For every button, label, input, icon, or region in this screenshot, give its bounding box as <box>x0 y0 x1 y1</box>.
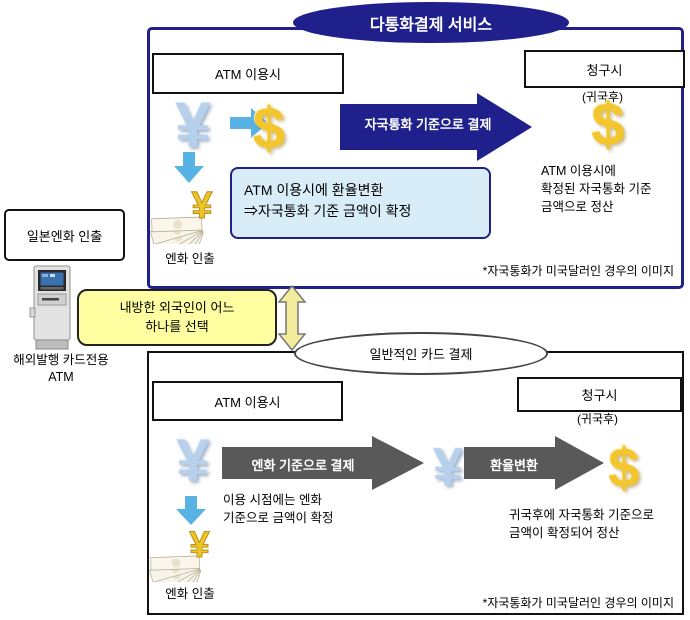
top-settlement-line1: ATM 이용시에 <box>541 164 616 178</box>
general-card-title-ellipse: 일반적인 카드 결제 <box>294 332 548 375</box>
bottom-billing-box: 청구시 <box>517 377 682 412</box>
yen-symbol-icon: ¥ <box>420 436 476 498</box>
top-yen-withdrawal-label: 엔화 인출 <box>165 252 215 266</box>
japan-yen-withdrawal-box: 일본엔화 인출 <box>4 209 125 261</box>
visitor-choice-line1: 내방한 외국인이 어느 <box>119 299 235 315</box>
yen-banknotes-icon: ¥ <box>149 523 211 582</box>
svg-text:¥: ¥ <box>191 185 212 227</box>
exchange-info-line2: ⇒자국통화 기준 금액이 확정 <box>244 203 412 219</box>
top-settlement-line2: 확정된 자국통화 기준 <box>541 182 652 197</box>
exchange-conversion-arrow <box>464 436 604 490</box>
exchange-info-box: ATM 이용시에 환율변환 ⇒자국통화 기준 금액이 확정 <box>230 167 491 239</box>
top-after-return-label: (귀국후) <box>581 90 624 104</box>
top-billing-label: 청구시 <box>586 62 623 78</box>
top-atm-use-label: ATM 이용시 <box>215 67 281 82</box>
bottom-settlement-note: 귀국후에 자국통화 기준으로 금액이 확정되어 정산 <box>509 506 687 542</box>
bottom-billing-label: 청구시 <box>581 388 618 403</box>
atm-caption-line2: ATM <box>48 369 74 384</box>
exchange-conversion-arrow-label: 환율변환 <box>490 458 538 473</box>
bottom-fix-note: 이용 시점에는 엔화 기준으로 금액이 확정 <box>223 491 388 527</box>
bottom-atm-use-box: ATM 이용시 <box>152 381 343 421</box>
dollar-glyph: $ <box>252 95 286 161</box>
yen-glyph: ¥ <box>175 89 211 161</box>
atm-caption: 해외발행 카드전용 ATM <box>0 352 122 386</box>
payment-flow-arrow-label: 자국통화 기준으로 결제 <box>364 117 492 132</box>
atm-caption-line1: 해외발행 카드전용 <box>13 353 109 367</box>
yen-symbol-icon: ¥ <box>156 88 230 162</box>
visitor-choice-box: 내방한 외국인이 어느 하나를 선택 <box>77 289 277 346</box>
payment-flow-arrow <box>340 93 532 161</box>
down-arrow-icon <box>176 496 206 525</box>
right-arrow-icon <box>230 108 268 138</box>
dollar-symbol-icon: $ <box>238 94 300 162</box>
yen-payment-arrow <box>222 436 424 490</box>
dollar-symbol-icon: $ <box>576 88 640 160</box>
atm-machine-icon <box>29 265 71 350</box>
dollar-symbol-icon: $ <box>594 434 654 500</box>
visitor-choice-line2: 하나를 선택 <box>145 318 209 334</box>
down-arrow-icon <box>174 152 204 183</box>
bottom-footnote: *자국통화가 미국달러인 경우의 이미지 <box>482 596 674 610</box>
svg-text:¥: ¥ <box>189 524 210 565</box>
multicurrency-title: 다통화결제 서비스 <box>369 16 493 34</box>
bottom-fix-line1: 이용 시점에는 엔화 <box>223 493 322 507</box>
dollar-glyph: $ <box>591 90 625 158</box>
yen-payment-arrow-label: 엔화 기준으로 결제 <box>251 458 355 473</box>
yen-glyph: ¥ <box>432 437 464 497</box>
top-billing-box: 청구시 <box>524 50 685 88</box>
bottom-settlement-line2: 금액이 확정되어 정산 <box>509 526 620 541</box>
multicurrency-title-ellipse: 다통화결제 서비스 <box>293 2 569 43</box>
general-card-title: 일반적인 카드 결제 <box>369 347 473 362</box>
top-atm-use-box: ATM 이용시 <box>152 53 344 94</box>
japan-yen-withdrawal-label: 일본엔화 인출 <box>26 228 103 244</box>
yen-glyph: ¥ <box>176 426 210 494</box>
bottom-fix-line2: 기준으로 금액이 확정 <box>223 511 334 526</box>
bottom-settlement-line1: 귀국후에 자국통화 기준으로 <box>509 508 654 522</box>
top-settlement-line3: 금액으로 정산 <box>541 200 614 215</box>
top-footnote: *자국통화가 미국달러인 경우의 이미지 <box>482 264 674 278</box>
bottom-atm-use-label: ATM 이용시 <box>214 394 281 410</box>
yen-banknotes-icon: ¥ <box>150 185 213 244</box>
bottom-after-return-label: (귀국후) <box>576 412 619 426</box>
dollar-glyph: $ <box>608 435 640 499</box>
top-settlement-note: ATM 이용시에 확정된 자국통화 기준 금액으로 정산 <box>541 162 690 216</box>
double-arrow-icon <box>277 285 307 351</box>
exchange-info-line1: ATM 이용시에 환율변환 <box>244 182 384 198</box>
yen-symbol-icon: ¥ <box>158 426 228 494</box>
bottom-yen-withdrawal-label: 엔화 인출 <box>165 587 215 601</box>
